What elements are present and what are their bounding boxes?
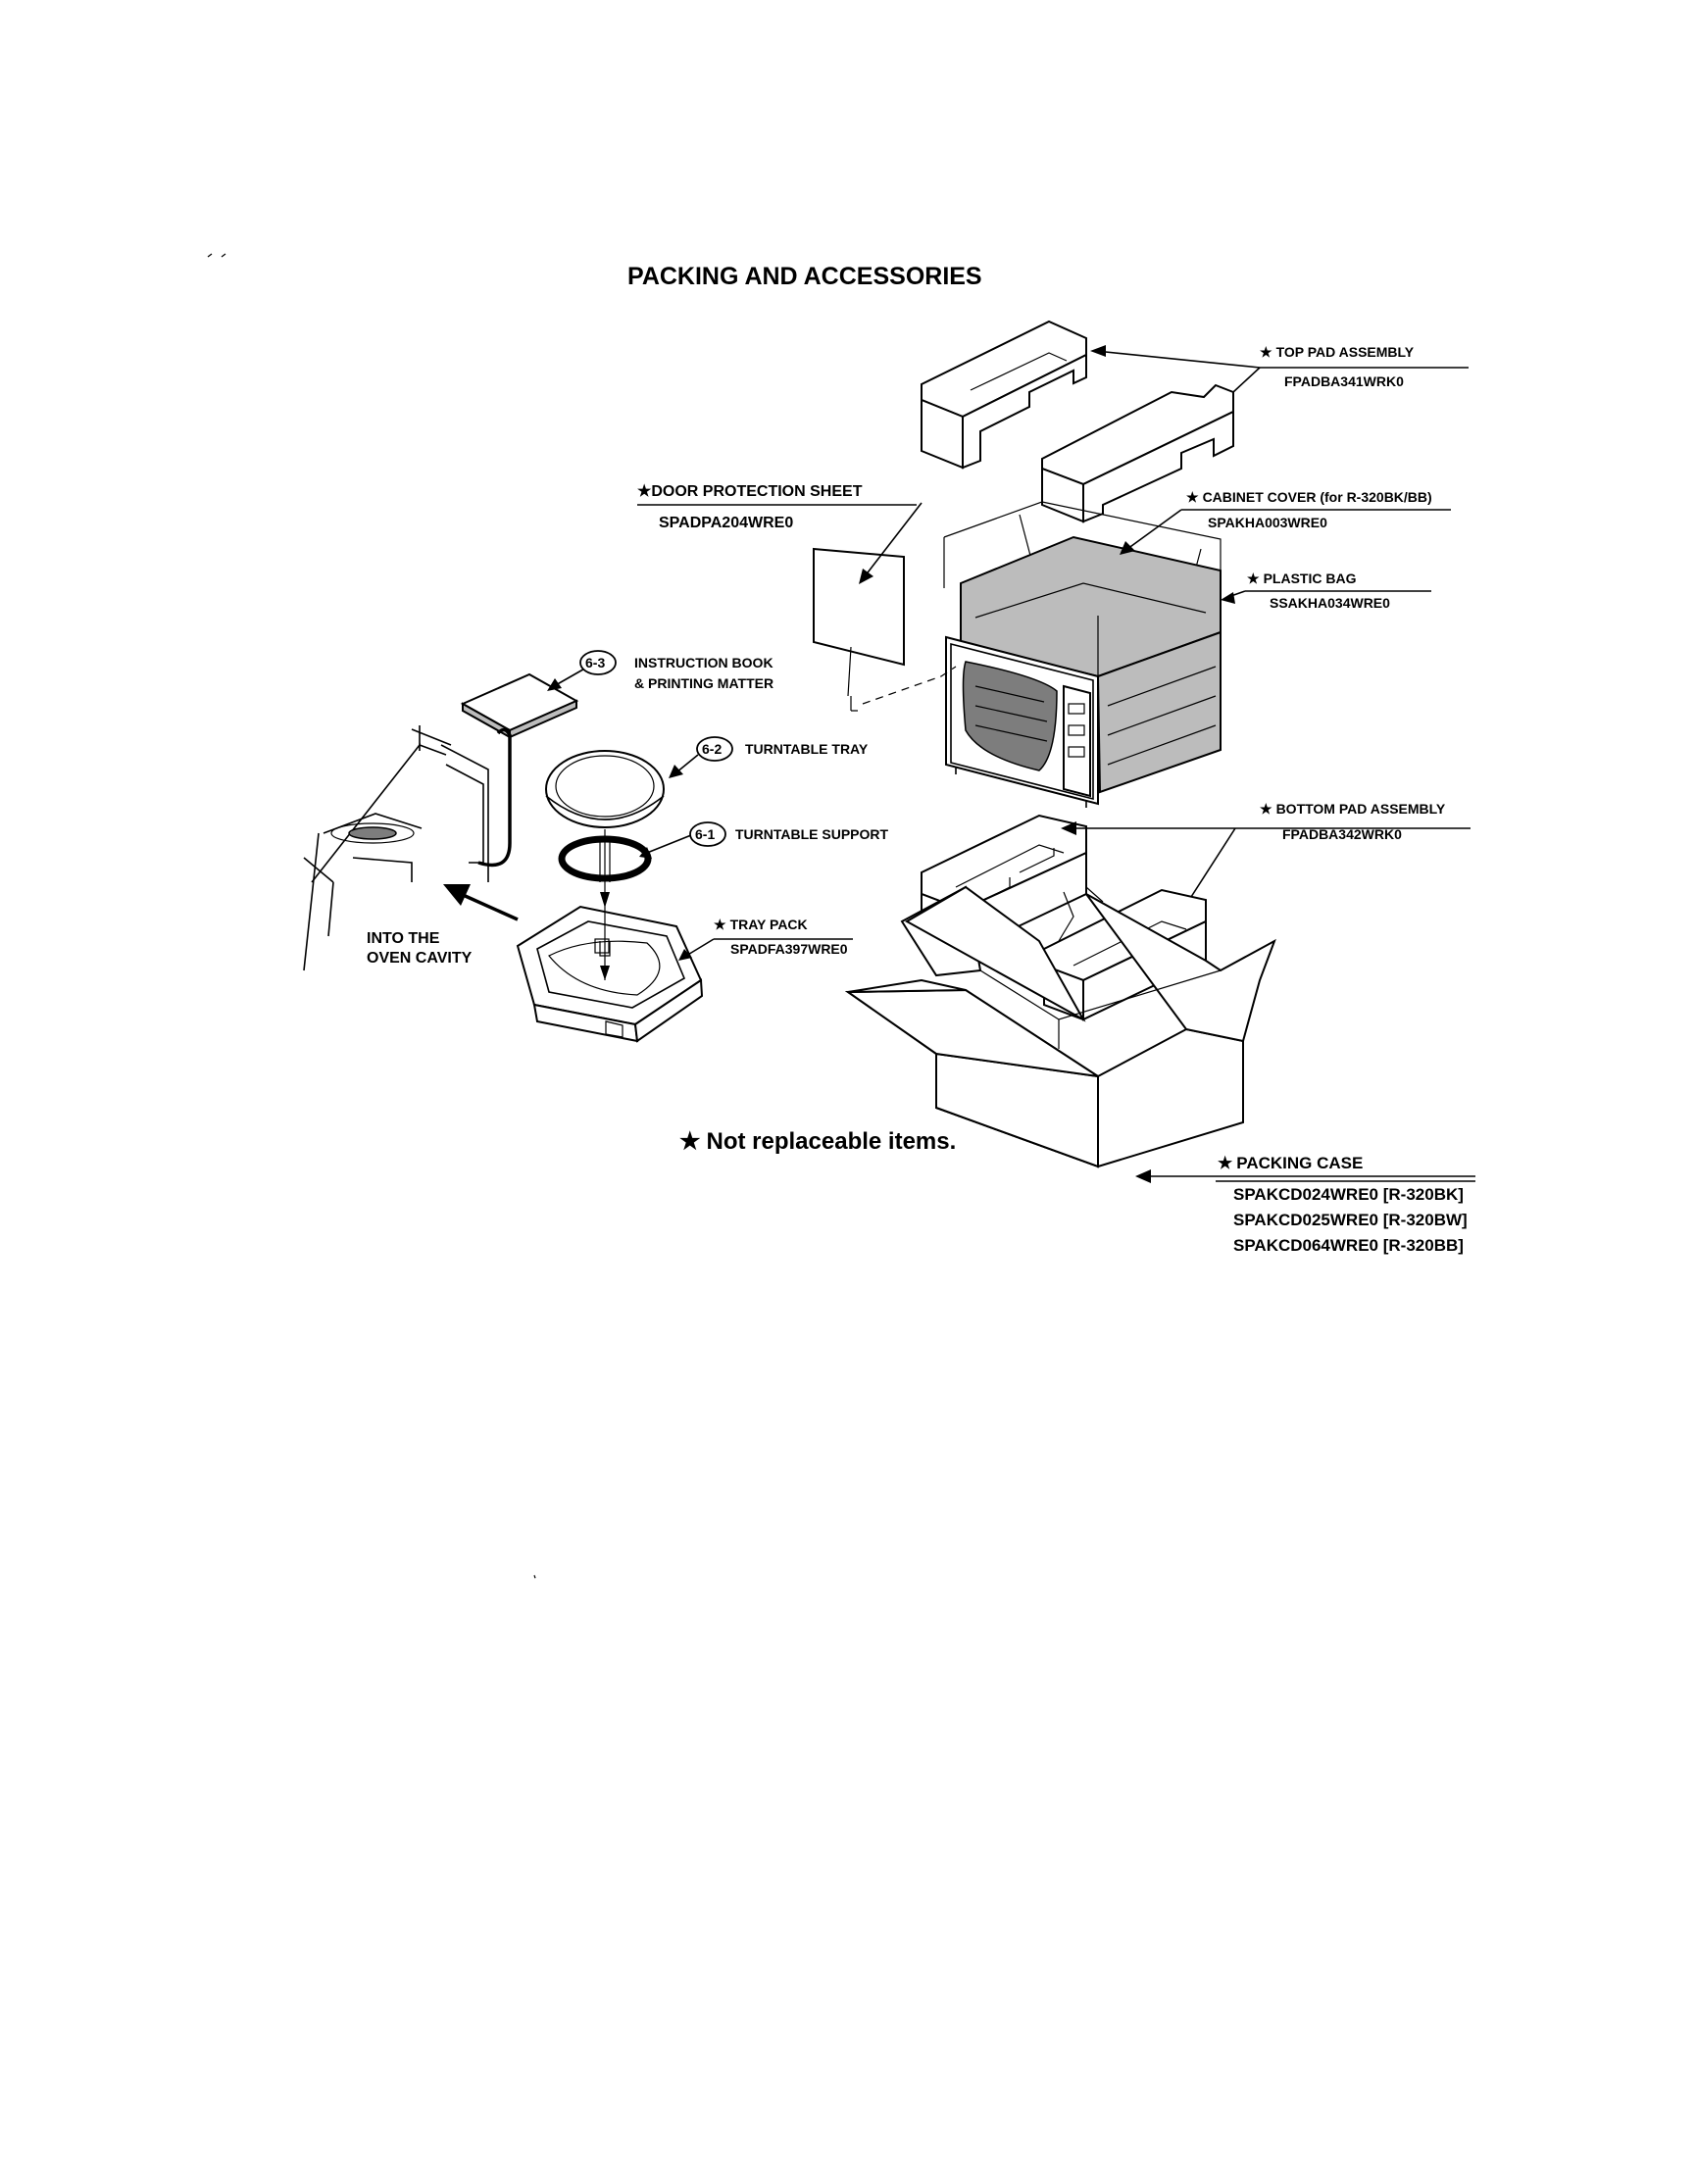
tray-pack-illustration bbox=[516, 905, 704, 1043]
oven-cavity-label-line2: OVEN CAVITY bbox=[367, 950, 473, 967]
turntable-tray-label: TURNTABLE TRAY bbox=[745, 741, 869, 757]
microwave-oven-illustration bbox=[943, 459, 1222, 808]
turntable-support-ref: 6-1 bbox=[695, 826, 715, 842]
turntable-axis-arrow bbox=[599, 829, 611, 980]
instruction-book-illustration bbox=[460, 672, 579, 739]
instruction-book-ref: 6-3 bbox=[585, 655, 605, 670]
turntable-tray-callout: 6-2 TURNTABLE TRAY bbox=[696, 736, 869, 762]
into-oven-arrow bbox=[443, 884, 519, 921]
packing-case-illustration bbox=[844, 885, 1276, 1168]
leader-lines bbox=[547, 345, 1475, 1183]
page-title: PACKING AND ACCESSORIES bbox=[627, 263, 982, 290]
door-protection-sheet-label: ★DOOR PROTECTION SHEET bbox=[637, 483, 863, 500]
packing-case-part-number: SPAKCD024WRE0 [R-320BK] bbox=[1233, 1185, 1464, 1204]
packing-case-label: ★PACKING CASE bbox=[1218, 1154, 1363, 1172]
door-protection-sheet-part-number: SPADPA204WRE0 bbox=[659, 515, 793, 531]
oven-cavity-illustration bbox=[303, 725, 512, 971]
not-replaceable-note: ★Not replaceable items. bbox=[679, 1128, 956, 1155]
oven-cavity-label-line1: INTO THE bbox=[367, 930, 440, 947]
bottom-pad-part-number: FPADBA342WRK0 bbox=[1282, 826, 1402, 842]
tray-pack-part-number: SPADFA397WRE0 bbox=[730, 941, 848, 957]
door-protection-sheet-illustration bbox=[813, 547, 957, 712]
scan-marks bbox=[207, 253, 536, 1579]
cabinet-cover-label: ★CABINET COVER (for R-320BK/BB) bbox=[1186, 489, 1432, 505]
instruction-book-label-line1: INSTRUCTION BOOK bbox=[634, 655, 773, 670]
plastic-bag-part-number: SSAKHA034WRE0 bbox=[1270, 595, 1390, 611]
turntable-support-callout: 6-1 TURNTABLE SUPPORT bbox=[689, 821, 889, 847]
turntable-support-label: TURNTABLE SUPPORT bbox=[735, 826, 889, 842]
bottom-pad-label: ★BOTTOM PAD ASSEMBLY bbox=[1260, 801, 1446, 817]
plastic-bag-label: ★PLASTIC BAG bbox=[1247, 571, 1357, 586]
packing-case-part-number: SPAKCD064WRE0 [R-320BB] bbox=[1233, 1236, 1464, 1255]
tray-pack-label: ★TRAY PACK bbox=[714, 917, 808, 932]
turntable-tray-ref: 6-2 bbox=[702, 741, 722, 757]
instruction-book-callout: 6-3 INSTRUCTION BOOK & PRINTING MATTER bbox=[579, 650, 773, 691]
top-pad-part-number: FPADBA341WRK0 bbox=[1284, 373, 1404, 389]
top-pad-label: ★TOP PAD ASSEMBLY bbox=[1260, 344, 1415, 360]
packing-case-part-number: SPAKCD025WRE0 [R-320BW] bbox=[1233, 1211, 1468, 1229]
instruction-book-label-line2: & PRINTING MATTER bbox=[634, 675, 773, 691]
turntable-tray-illustration bbox=[545, 750, 665, 828]
cabinet-cover-part-number: SPAKHA003WRE0 bbox=[1208, 515, 1327, 530]
